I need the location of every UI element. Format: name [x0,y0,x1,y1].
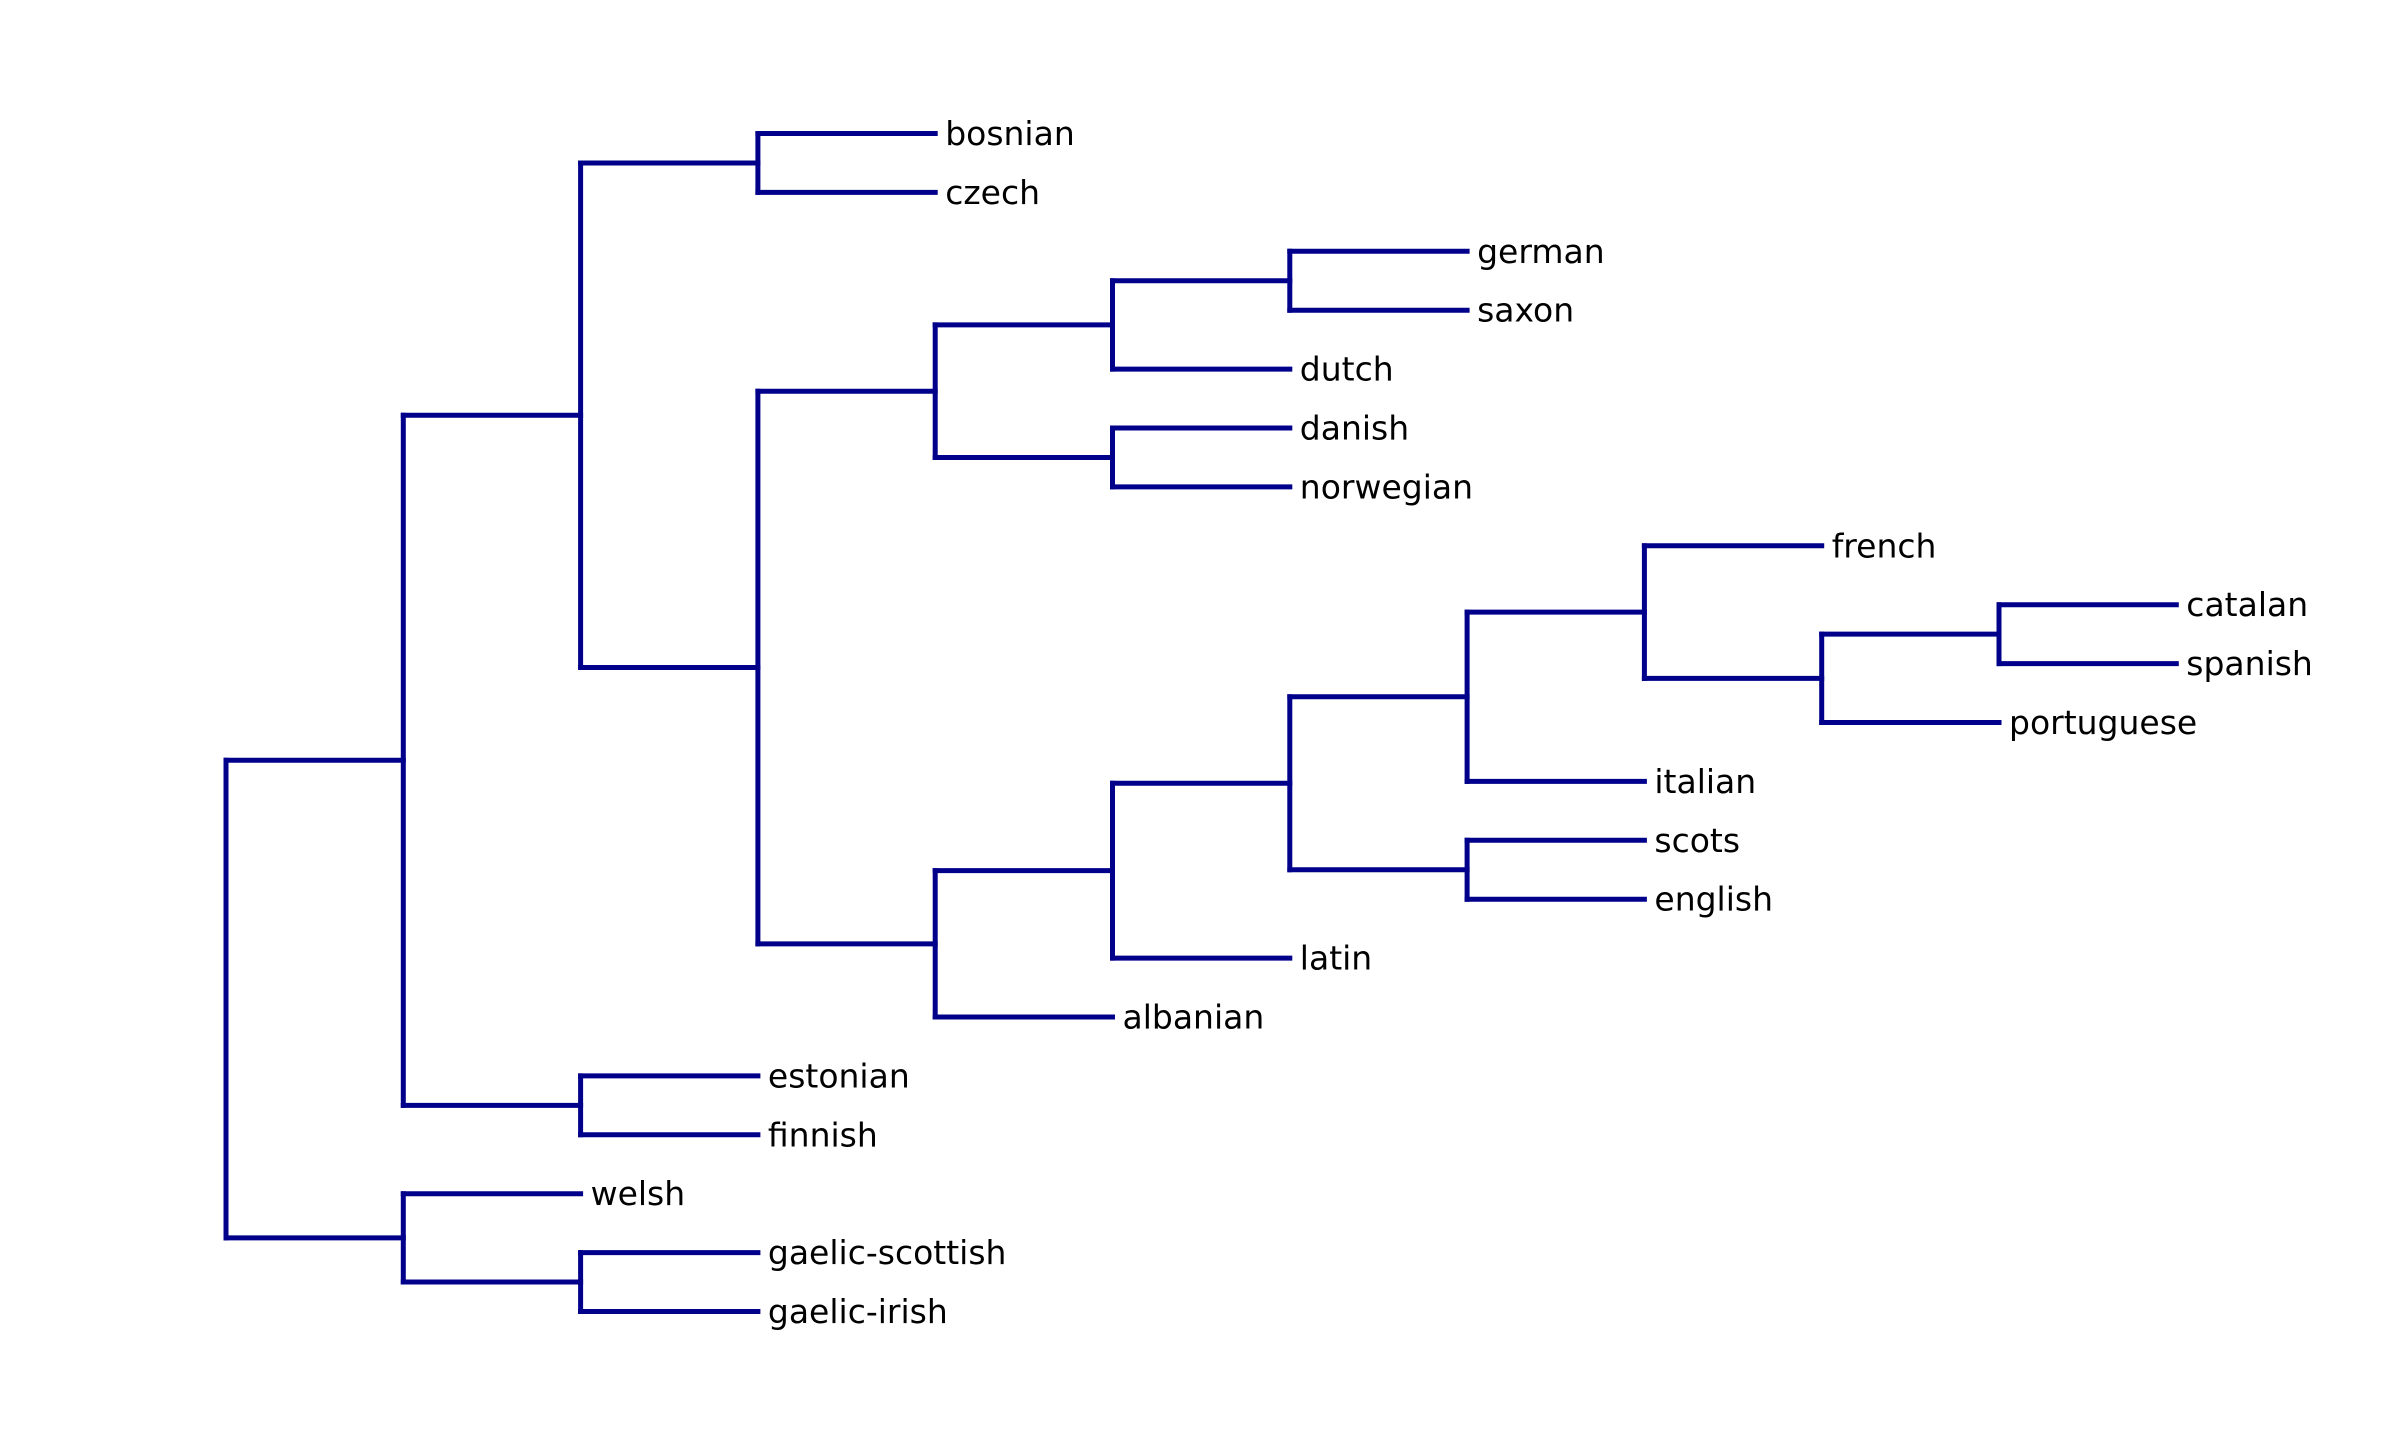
leaf-label-catalan: catalan [2186,585,2308,624]
leaf-label-gaelic-scottish: gaelic-scottish [768,1233,1007,1272]
leaf-label-latin: latin [1300,939,1372,978]
leaf-label-czech: czech [945,173,1040,212]
leaf-label-welsh: welsh [591,1174,686,1213]
leaf-label-spanish: spanish [2186,644,2313,683]
leaf-label-english: english [1654,880,1773,919]
dendrogram-labels: bosnian czech german saxon dutch danish norweg… [591,114,2313,1331]
leaf-label-gaelic-irish: gaelic-irish [768,1292,948,1331]
leaf-label-norwegian: norwegian [1300,467,1473,506]
leaf-label-scots: scots [1654,821,1740,860]
leaf-label-danish: danish [1300,409,1409,448]
leaf-label-bosnian: bosnian [945,114,1075,153]
leaf-label-finnish: finnish [768,1115,878,1154]
leaf-label-portuguese: portuguese [2009,703,2197,742]
dendrogram-branches [223,131,2179,1314]
leaf-label-saxon: saxon [1477,291,1574,330]
leaf-label-german: german [1477,232,1605,271]
leaf-label-french: french [1832,526,1937,565]
leaf-label-dutch: dutch [1300,350,1394,389]
leaf-label-italian: italian [1654,762,1756,801]
leaf-label-albanian: albanian [1123,998,1265,1037]
leaf-label-estonian: estonian [768,1056,910,1095]
